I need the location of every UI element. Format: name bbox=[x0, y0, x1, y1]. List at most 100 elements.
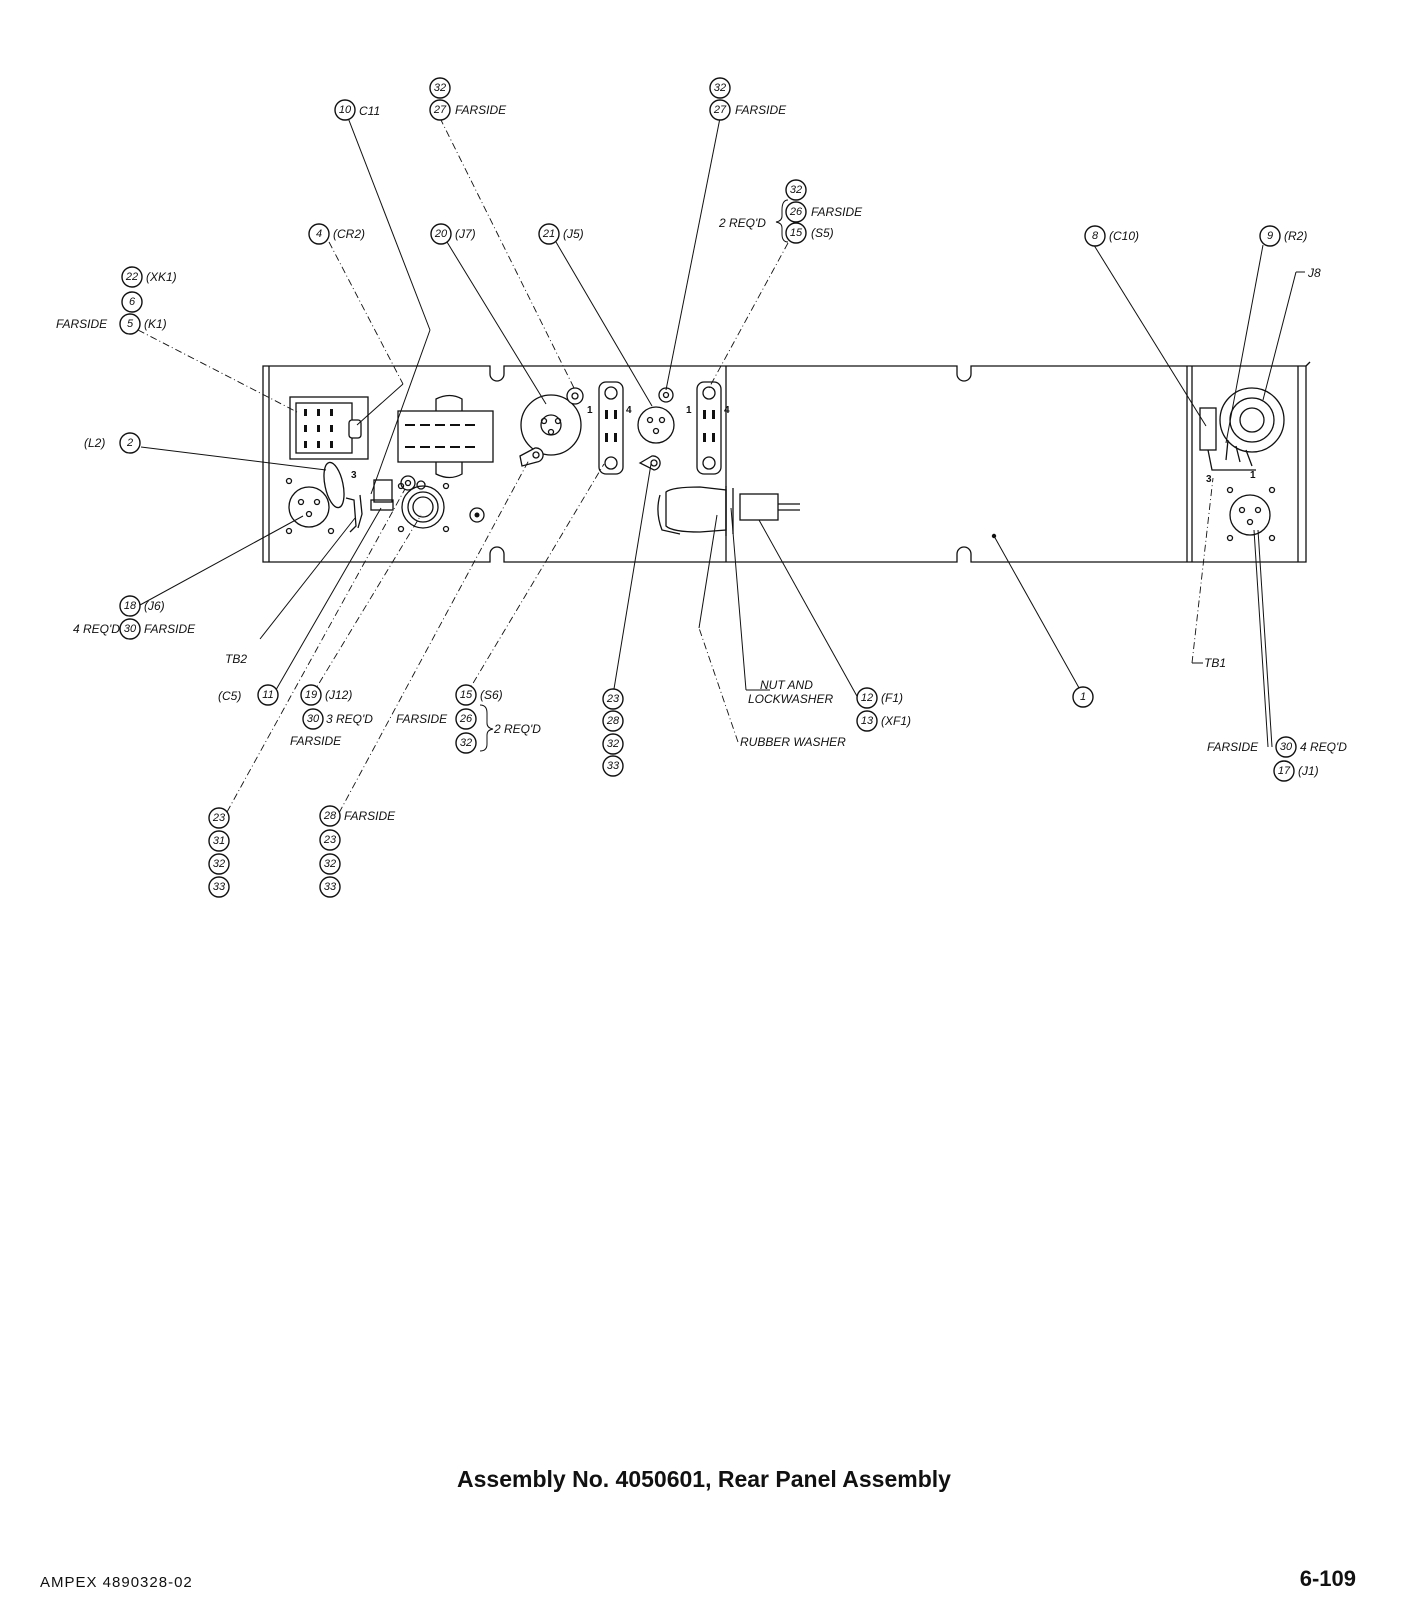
label-farside: FARSIDE bbox=[290, 734, 342, 748]
pin-marking-1: 1 bbox=[686, 405, 692, 416]
callout-32: 32 bbox=[785, 179, 807, 201]
callout-28: 28 bbox=[602, 710, 624, 732]
document-number: AMPEX 4890328-02 bbox=[40, 1574, 193, 1591]
svg-text:27: 27 bbox=[713, 104, 727, 116]
label-xf1: (XF1) bbox=[881, 714, 911, 728]
svg-text:15: 15 bbox=[460, 689, 473, 701]
callout-32: 32 bbox=[429, 77, 451, 99]
svg-text:30: 30 bbox=[307, 713, 320, 725]
svg-text:31: 31 bbox=[213, 835, 225, 847]
label-4-reqd: 4 REQ'D bbox=[73, 622, 120, 636]
svg-text:28: 28 bbox=[606, 715, 620, 727]
callout-33: 33 bbox=[602, 755, 624, 777]
pin-marking-1: 1 bbox=[1250, 470, 1256, 481]
leader-lines bbox=[137, 109, 1305, 814]
connector-j8-r2 bbox=[1199, 387, 1285, 471]
svg-text:30: 30 bbox=[1280, 741, 1293, 753]
label-c10: (C10) bbox=[1109, 229, 1139, 243]
callout-32: 32 bbox=[602, 733, 624, 755]
pin-marking-4: 4 bbox=[626, 405, 632, 416]
callout-15: 15 bbox=[455, 684, 477, 706]
pin-marking-4: 4 bbox=[724, 405, 730, 416]
svg-text:5: 5 bbox=[127, 318, 134, 330]
svg-text:32: 32 bbox=[213, 858, 225, 870]
callout-27: 27 bbox=[709, 99, 731, 121]
callout-15: 15 bbox=[785, 222, 807, 244]
svg-text:23: 23 bbox=[323, 834, 337, 846]
callout-33: 33 bbox=[208, 876, 230, 898]
callout-27: 27 bbox=[429, 99, 451, 121]
svg-text:33: 33 bbox=[324, 881, 337, 893]
svg-text:9: 9 bbox=[1267, 230, 1273, 242]
callout-10: 10 bbox=[334, 99, 356, 121]
svg-text:1: 1 bbox=[1080, 691, 1086, 703]
svg-text:32: 32 bbox=[790, 184, 802, 196]
svg-text:28: 28 bbox=[323, 810, 337, 822]
label-j5: (J5) bbox=[563, 227, 584, 241]
callout-23: 23 bbox=[208, 807, 230, 829]
label-j8: J8 bbox=[1307, 266, 1321, 280]
stud-28 bbox=[469, 507, 485, 523]
svg-text:12: 12 bbox=[861, 692, 873, 704]
connector-j1 bbox=[1226, 486, 1276, 542]
svg-text:11: 11 bbox=[262, 689, 273, 701]
svg-text:22: 22 bbox=[125, 271, 138, 283]
callout-17: 17 bbox=[1273, 760, 1295, 782]
callout-30: 30 bbox=[1275, 736, 1297, 758]
svg-text:8: 8 bbox=[1092, 230, 1099, 242]
label-farside: FARSIDE bbox=[144, 622, 196, 636]
relay-socket-xk1 bbox=[289, 396, 369, 460]
callout-11: 11 bbox=[257, 684, 279, 706]
svg-text:6: 6 bbox=[129, 296, 136, 308]
callout-19: 19 bbox=[300, 684, 322, 706]
connector-j5 bbox=[637, 387, 675, 471]
label-f1: (F1) bbox=[881, 691, 903, 705]
callout-4: 4 bbox=[308, 223, 330, 245]
callout-5: 5 bbox=[119, 313, 141, 335]
label-j7: (J7) bbox=[455, 227, 476, 241]
svg-text:20: 20 bbox=[434, 228, 448, 240]
label-l2: (L2) bbox=[84, 436, 105, 450]
label-j12: (J12) bbox=[325, 688, 352, 702]
pin-marking-1: 1 bbox=[587, 405, 593, 416]
svg-text:32: 32 bbox=[607, 738, 619, 750]
label-farside: FARSIDE bbox=[1207, 740, 1259, 754]
label-tb2: TB2 bbox=[225, 652, 247, 666]
label-rubber-washer: RUBBER WASHER bbox=[740, 735, 846, 749]
callout-30: 30 bbox=[302, 708, 324, 730]
svg-text:33: 33 bbox=[607, 760, 620, 772]
pin-marking-3: 3 bbox=[1206, 474, 1212, 485]
switch-s6 bbox=[598, 381, 624, 475]
svg-text:32: 32 bbox=[324, 858, 336, 870]
connector-j12 bbox=[397, 482, 450, 533]
rear-panel-outline bbox=[262, 361, 1311, 563]
label-4-reqd: 4 REQ'D bbox=[1300, 740, 1347, 754]
pin-marking-3: 3 bbox=[351, 470, 357, 481]
callout-33: 33 bbox=[319, 876, 341, 898]
switch-s5 bbox=[696, 381, 722, 475]
brace bbox=[775, 199, 789, 243]
svg-text:23: 23 bbox=[212, 812, 226, 824]
svg-text:26: 26 bbox=[789, 206, 803, 218]
callout-18: 18 bbox=[119, 595, 141, 617]
callout-2: 2 bbox=[119, 432, 141, 454]
svg-text:26: 26 bbox=[459, 713, 473, 725]
brace bbox=[479, 704, 494, 752]
svg-text:10: 10 bbox=[339, 104, 352, 116]
label-s5: (S5) bbox=[811, 226, 834, 240]
svg-text:33: 33 bbox=[213, 881, 226, 893]
assembly-caption: Assembly No. 4050601, Rear Panel Assembl… bbox=[457, 1466, 951, 1492]
label-farside: FARSIDE bbox=[344, 809, 396, 823]
svg-text:18: 18 bbox=[124, 600, 137, 612]
label-xk1: (XK1) bbox=[146, 270, 177, 284]
svg-text:19: 19 bbox=[305, 689, 317, 701]
svg-text:27: 27 bbox=[433, 104, 447, 116]
label-farside: FARSIDE bbox=[455, 103, 507, 117]
label-farside: FARSIDE bbox=[396, 712, 448, 726]
callout-12: 12 bbox=[856, 687, 878, 709]
label-j6: (J6) bbox=[144, 599, 165, 613]
label-r2: (R2) bbox=[1284, 229, 1307, 243]
label-3-reqd: 3 REQ'D bbox=[326, 712, 373, 726]
label-2-reqd: 2 REQ'D bbox=[493, 722, 541, 736]
